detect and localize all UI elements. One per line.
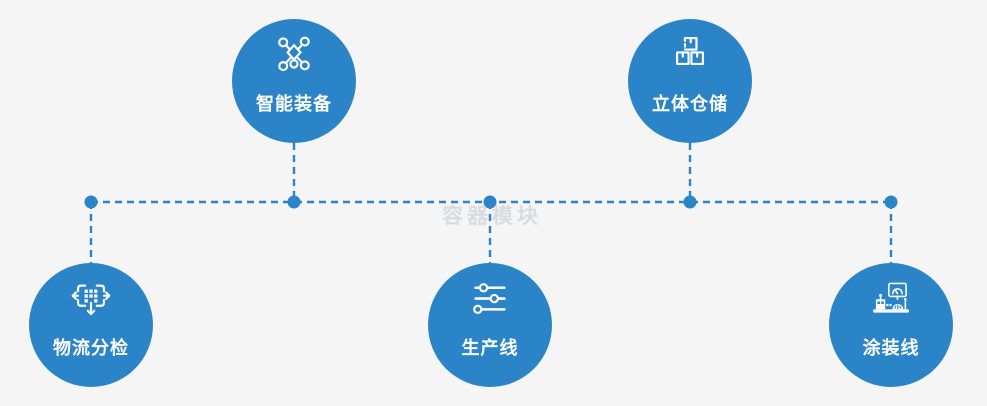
junction-dot — [884, 195, 898, 209]
network-nodes-icon — [278, 36, 310, 72]
node-label: 物流分检 — [53, 338, 129, 358]
node-logistics-sorting: 物流分检 — [29, 263, 153, 387]
junction-dot — [84, 195, 98, 209]
control-station-icon — [873, 282, 909, 313]
sliders-icon — [473, 283, 506, 315]
node-painting-line: 涂装线 — [829, 263, 953, 387]
stacked-boxes-icon — [675, 36, 705, 65]
junction-dot — [287, 195, 301, 209]
node-production-line: 生产线 — [428, 263, 552, 387]
node-label: 涂装线 — [862, 338, 920, 358]
junction-dot — [683, 195, 697, 209]
node-smart-equipment: 智能装备 — [232, 19, 356, 143]
node-label: 立体仓储 — [652, 94, 728, 114]
node-warehouse: 立体仓储 — [628, 19, 752, 143]
sort-arrows-icon — [71, 284, 111, 316]
junction-dot — [483, 195, 497, 209]
node-label: 智能装备 — [256, 94, 332, 114]
node-label: 生产线 — [461, 338, 519, 358]
